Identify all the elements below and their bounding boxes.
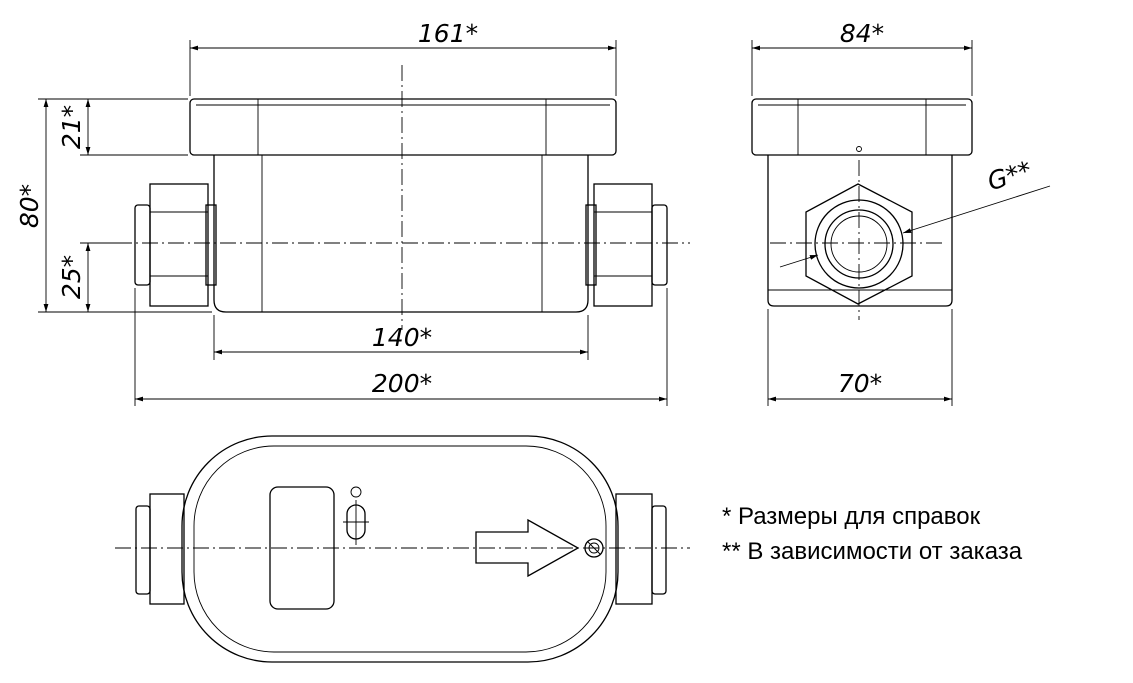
top-right-fitting	[615, 493, 653, 605]
notes: * Размеры для справок ** В зависимости о…	[722, 503, 1023, 565]
dim-top-width: 161*	[418, 19, 478, 48]
dim-side-width: 84*	[840, 19, 884, 48]
dim-thread: G**	[984, 156, 1035, 197]
side-body	[767, 155, 953, 307]
front-left-nut	[149, 183, 209, 307]
dim-lid-height: 21*	[57, 105, 86, 149]
flow-direction-arrow	[475, 518, 580, 578]
dim-body-length: 140*	[372, 323, 432, 352]
front-lid	[189, 98, 617, 156]
dim-base-width: 70*	[838, 369, 882, 398]
front-body	[213, 155, 589, 313]
front-view: 161* 80* 21* 25* 140* 200*	[15, 19, 690, 406]
front-right-nut	[593, 183, 653, 307]
side-hex-nut	[805, 183, 913, 305]
dim-total-height: 80*	[15, 184, 44, 228]
note-order: ** В зависимости от заказа	[722, 538, 1023, 565]
side-view: G** 84* 70*	[751, 19, 1051, 406]
top-view	[115, 435, 690, 663]
side-lid	[751, 98, 973, 156]
dim-pipe-height: 25*	[57, 255, 86, 299]
top-body-outline	[181, 435, 619, 663]
top-left-fitting	[149, 493, 185, 605]
dim-total-length: 200*	[372, 369, 432, 398]
note-reference: * Размеры для справок	[722, 503, 981, 530]
